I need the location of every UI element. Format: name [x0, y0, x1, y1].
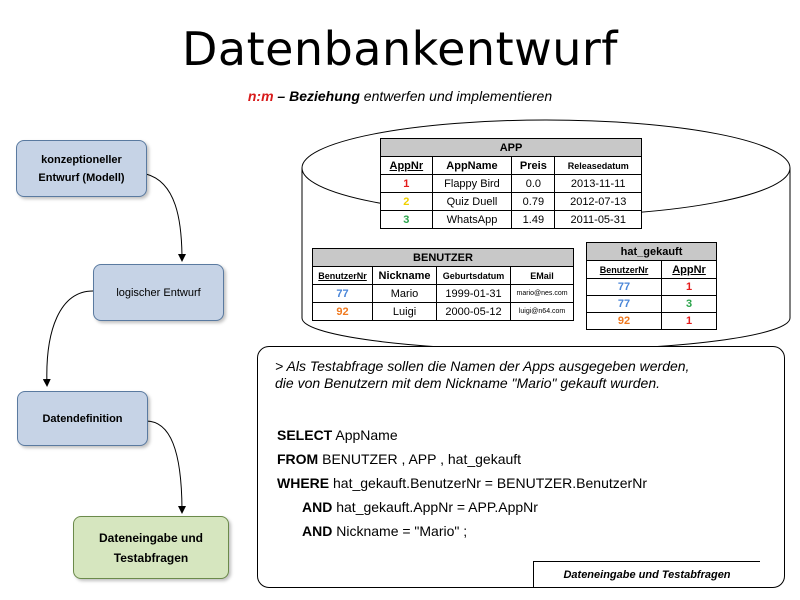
query-note-line: > Als Testabfrage sollen die Namen der A…	[275, 358, 690, 374]
table-cell: luigi@n64.com	[510, 302, 574, 321]
table-cell: 1	[661, 312, 717, 330]
table-row: 1 Flappy Bird 0.0 2013-11-11	[380, 174, 642, 193]
table-cell: Quiz Duell	[431, 192, 513, 211]
arrow-step2-to-step3	[42, 290, 94, 387]
column-header: BenutzerNr	[311, 266, 374, 285]
table-cell: 92	[311, 302, 374, 321]
arrow-step3-to-step4	[145, 420, 186, 514]
column-header: AppNr	[661, 260, 717, 279]
table-cell: 2011-05-31	[554, 210, 642, 229]
sql-keyword: SELECT	[277, 427, 333, 443]
table-cell: 3	[380, 210, 433, 229]
column-header: Releasedatum	[554, 156, 642, 175]
benutzer-table: BENUTZER BenutzerNr Nickname Geburtsdatu…	[311, 248, 574, 321]
sql-keyword: AND	[302, 523, 333, 539]
table-row: 92 1	[585, 312, 717, 330]
table-cell: 2000-05-12	[435, 302, 512, 321]
table-cell: 92	[585, 312, 663, 330]
table-cell: Mario	[372, 284, 437, 303]
table-row: 77 Mario 1999-01-31 mario@nes.com	[311, 284, 574, 303]
subtitle-beziehung: Beziehung	[289, 88, 360, 104]
page-title: Datenbankentwurf	[181, 22, 618, 76]
sql-line-where: WHERE hat_gekauft.BenutzerNr = BENUTZER.…	[277, 475, 647, 491]
sql-text: Nickname = "Mario" ;	[332, 523, 468, 539]
table-cell: 2013-11-11	[554, 174, 642, 193]
step-label: Dateneingabe und	[98, 530, 203, 545]
step-data-definition: Datendefinition	[17, 391, 148, 446]
table-cell: 0.0	[511, 174, 556, 193]
table-row: 2 Quiz Duell 0.79 2012-07-13	[380, 192, 642, 211]
step-logical-design: logischer Entwurf	[93, 264, 224, 321]
table-cell: 0.79	[511, 192, 556, 211]
query-box-caption: Dateneingabe und Testabfragen	[533, 561, 760, 587]
column-header: Preis	[511, 156, 556, 175]
table-cell: 1	[380, 174, 433, 193]
column-header: Nickname	[372, 266, 437, 285]
column-header: AppNr	[380, 156, 433, 175]
table-cell: 3	[661, 295, 717, 313]
sql-line-select: SELECT AppName	[277, 427, 398, 443]
sql-text: AppName	[332, 427, 398, 443]
table-caption: APP	[380, 138, 642, 157]
step-label: logischer Entwurf	[116, 286, 201, 299]
sql-keyword: WHERE	[277, 475, 330, 491]
query-note-line: die von Benutzern mit dem Nickname "Mari…	[275, 375, 661, 391]
table-cell: 2	[380, 192, 433, 211]
column-header: EMail	[510, 266, 574, 285]
table-row: 92 Luigi 2000-05-12 luigi@n64.com	[311, 302, 574, 321]
column-header: Geburtsdatum	[435, 266, 512, 285]
table-cell: 77	[311, 284, 374, 303]
sql-line-and-1: AND hat_gekauft.AppNr = APP.AppNr	[302, 499, 538, 515]
sql-keyword: AND	[302, 499, 333, 515]
table-cell: 77	[585, 278, 663, 296]
arrow-step1-to-step2	[145, 173, 186, 262]
sql-keyword: FROM	[277, 451, 319, 467]
step-label: Datendefinition	[42, 412, 123, 425]
table-caption: hat_gekauft	[586, 242, 717, 261]
sql-text: hat_gekauft.BenutzerNr = BENUTZER.Benutz…	[329, 475, 647, 491]
table-cell: 1999-01-31	[435, 284, 512, 303]
table-row: 77 3	[585, 295, 717, 313]
table-cell: 77	[585, 295, 663, 313]
hat-gekauft-table: hat_gekauft BenutzerNr AppNr 77 1 77 3 9…	[585, 242, 717, 330]
table-cell: mario@nes.com	[510, 284, 574, 303]
sql-line-from: FROM BENUTZER , APP , hat_gekauft	[277, 451, 521, 467]
subtitle-rest: entwerfen und implementieren	[359, 88, 553, 104]
step-label: Entwurf (Modell)	[38, 171, 125, 184]
subtitle-dash: –	[273, 88, 290, 104]
step-label: Testabfragen	[113, 550, 189, 565]
table-cell: 1	[661, 278, 717, 296]
table-cell: WhatsApp	[431, 210, 513, 229]
table-row: 77 1	[585, 278, 717, 296]
column-header: AppName	[431, 156, 513, 175]
table-cell: Luigi	[372, 302, 437, 321]
table-row: 3 WhatsApp 1.49 2011-05-31	[380, 210, 642, 229]
column-header: BenutzerNr	[585, 260, 663, 279]
sql-line-and-2: AND Nickname = "Mario" ;	[302, 523, 467, 539]
subtitle-nm: n:m	[247, 88, 274, 104]
table-caption: BENUTZER	[312, 248, 574, 267]
page-subtitle: n:m – Beziehung entwerfen und implementi…	[0, 88, 800, 104]
app-table: APP AppNr AppName Preis Releasedatum 1 F…	[380, 138, 642, 229]
query-task-note: > Als Testabfrage sollen die Namen der A…	[275, 358, 765, 392]
sql-text: BENUTZER , APP , hat_gekauft	[318, 451, 522, 467]
step-label: konzeptioneller	[41, 153, 122, 166]
table-cell: 2012-07-13	[554, 192, 642, 211]
sql-query-box	[257, 346, 785, 588]
table-cell: Flappy Bird	[431, 174, 513, 193]
sql-text: hat_gekauft.AppNr = APP.AppNr	[332, 499, 538, 515]
table-cell: 1.49	[511, 210, 556, 229]
